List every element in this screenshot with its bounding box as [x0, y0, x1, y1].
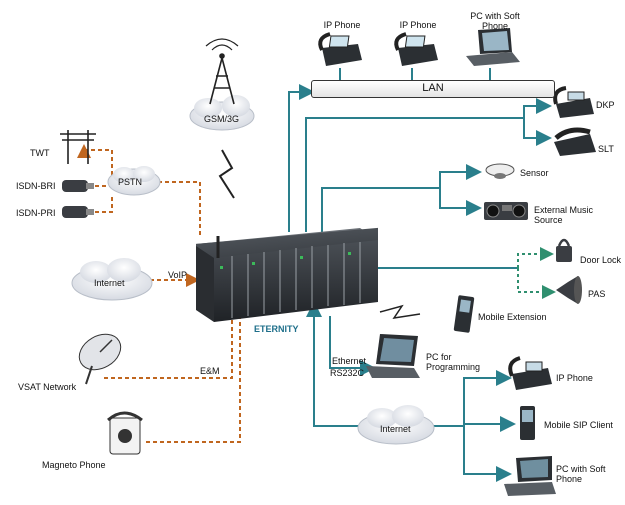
- ip-phone-bottom-label: IP Phone: [556, 373, 593, 383]
- mobile-extension-icon: [453, 295, 475, 333]
- eternity-label: ETERNITY: [254, 324, 299, 334]
- laptop-top-icon: [466, 28, 520, 66]
- internet-bottom-label: Internet: [380, 424, 411, 434]
- internet-left-label: Internet: [94, 278, 125, 288]
- ip-phone-2-label: IP Phone: [399, 20, 437, 30]
- twt-pole-icon: [60, 130, 96, 164]
- vsat-label: VSAT Network: [18, 382, 77, 392]
- orange-dashed-connections: [77, 144, 241, 443]
- mobile-sip-icon: [520, 406, 535, 440]
- pc-soft-phone-bottom-label: PC with Soft Phone: [556, 464, 606, 484]
- pc-programming-label: PC for Programming: [426, 352, 481, 372]
- pc-programming-icon: [366, 334, 420, 378]
- green-dashed-connections: [517, 247, 556, 299]
- dkp-phone-icon: [553, 86, 594, 118]
- door-lock-icon: [556, 238, 572, 262]
- ip-phone-bottom-icon: [508, 356, 552, 390]
- gsm-tower-icon: [205, 38, 239, 105]
- lan-bar: LAN: [311, 80, 555, 98]
- slt-phone-icon: [554, 127, 596, 156]
- ethernet-label: Ethernet: [332, 356, 367, 366]
- mobile-extension-signal: [379, 304, 421, 320]
- teal-connections: [288, 68, 552, 482]
- door-lock-label: Door Lock: [580, 255, 622, 265]
- pas-speaker-icon: [556, 276, 582, 304]
- vsat-dish-icon: [78, 333, 122, 385]
- slt-label: SLT: [598, 144, 614, 154]
- wireless-lightning: [218, 149, 235, 199]
- music-source-icon: [484, 202, 528, 220]
- mobile-extension-label: Mobile Extension: [478, 312, 547, 322]
- pas-label: PAS: [588, 289, 606, 299]
- isdn-bri-label: ISDN-BRI: [16, 181, 56, 191]
- magneto-label: Magneto Phone: [42, 460, 106, 470]
- pstn-label: PSTN: [118, 177, 143, 187]
- gsm-label: GSM/3G: [204, 114, 240, 124]
- pstn-cloud: [107, 166, 161, 196]
- isdn-pri-icon: [62, 206, 94, 218]
- internet-left-cloud: [71, 258, 153, 301]
- gsm-cloud: [189, 95, 255, 131]
- ext-music-label: External Music Source: [534, 205, 594, 225]
- voip-label: VoIP: [168, 270, 188, 280]
- internet-bottom-cloud: [357, 405, 435, 445]
- mobile-sip-label: Mobile SIP Client: [544, 420, 613, 430]
- ip-phone-1-label: IP Phone: [323, 20, 361, 30]
- isdn-pri-label: ISDN-PRI: [16, 208, 56, 218]
- magneto-phone-icon: [107, 411, 143, 455]
- ip-phone-2-icon: [394, 32, 438, 66]
- laptop-bottom-icon: [504, 456, 556, 496]
- twt-label: TWT: [30, 148, 50, 158]
- rs232c-label: RS232C: [330, 368, 365, 378]
- ip-phone-1-icon: [318, 32, 362, 66]
- dkp-label: DKP: [596, 100, 615, 110]
- em-label: E&M: [200, 366, 220, 376]
- eternity-pbx-icon: [196, 227, 378, 322]
- isdn-bri-icon: [62, 180, 94, 192]
- sensor-label: Sensor: [520, 168, 549, 178]
- pc-soft-phone-top-label: PC with Soft Phone: [470, 11, 520, 31]
- sensor-icon: [485, 163, 515, 179]
